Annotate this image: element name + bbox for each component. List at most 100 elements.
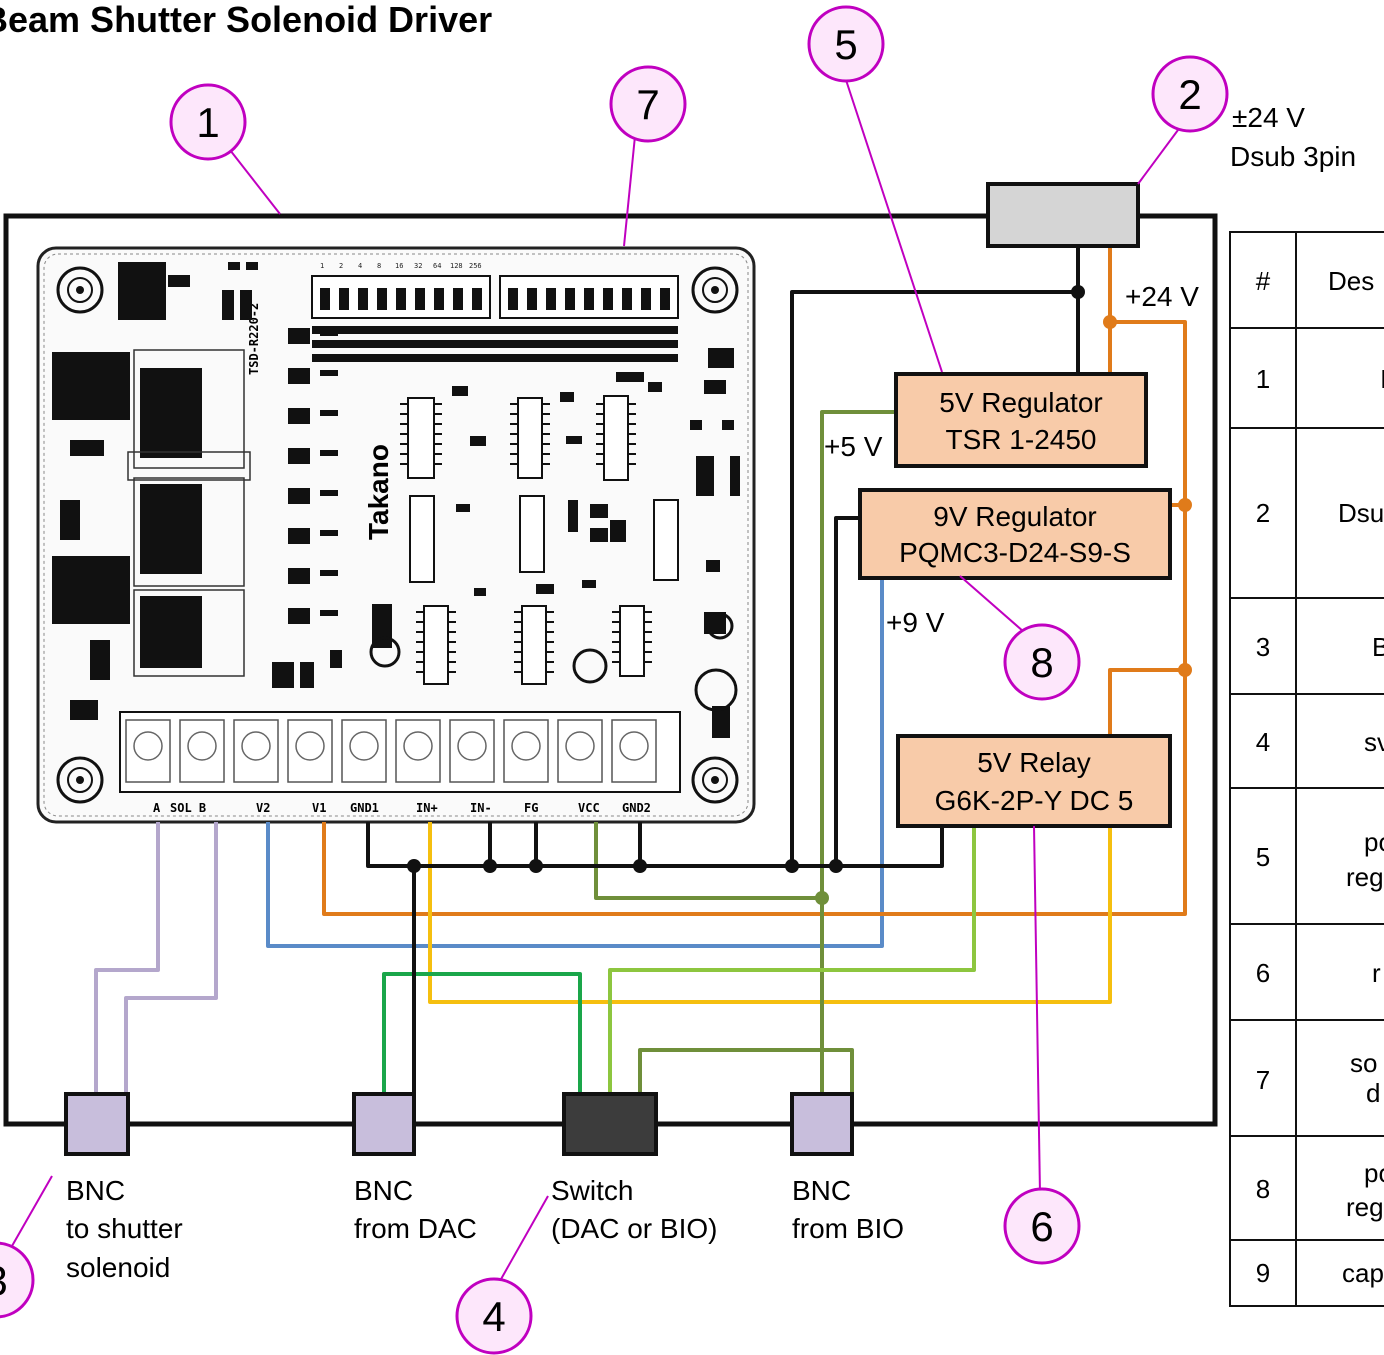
bnc-shutter-label: BNC to shutter solenoid — [66, 1175, 183, 1283]
svg-text:solenoid: solenoid — [66, 1252, 170, 1283]
svg-text:B: B — [1372, 632, 1384, 662]
wire-in-plus-relay — [428, 822, 1112, 1004]
dip-switch-bank-left — [311, 275, 491, 319]
wire-solenoid-b — [124, 822, 218, 1120]
capacitor-icon — [572, 648, 608, 684]
svg-text:3: 3 — [0, 1257, 8, 1304]
svg-text:4: 4 — [1256, 727, 1270, 757]
wire-v1-24v — [322, 248, 1187, 916]
mounting-hole-icon — [56, 756, 104, 804]
svg-text:r: r — [1372, 958, 1381, 988]
rail-label-24v: +24 V — [1125, 281, 1199, 312]
mounting-hole-icon — [691, 266, 739, 314]
callout-leaders — [11, 79, 1179, 1289]
svg-text:TSR 1-2450: TSR 1-2450 — [946, 424, 1097, 455]
power-transistors — [52, 262, 202, 720]
svg-text:A: A — [153, 801, 161, 815]
pcb-board: TSD-R220-2 Takano — [36, 246, 756, 824]
wire-relay-24v — [1108, 668, 1185, 734]
regulator-5v-module: 5V Regulator TSR 1-2450 — [894, 372, 1148, 468]
svg-text:from DAC: from DAC — [354, 1213, 477, 1244]
wires — [94, 248, 1187, 1120]
wire-switch-bio — [638, 1048, 854, 1120]
svg-text:7: 7 — [636, 81, 659, 128]
bnc-dac-label: BNC from DAC — [354, 1175, 477, 1244]
capacitor-icon — [706, 612, 734, 640]
svg-text:16: 16 — [395, 262, 403, 270]
dip-switch-bank-right — [499, 275, 679, 319]
svg-text:VCC: VCC — [578, 801, 600, 815]
svg-text:9: 9 — [1256, 1258, 1270, 1288]
svg-text:5V Regulator: 5V Regulator — [939, 387, 1102, 418]
svg-text:8: 8 — [377, 262, 381, 270]
svg-text:sv: sv — [1364, 727, 1384, 757]
capacitor-icon — [369, 636, 401, 668]
switch-connector — [562, 1092, 658, 1156]
svg-text:8: 8 — [1256, 1174, 1270, 1204]
svg-text:to shutter: to shutter — [66, 1213, 183, 1244]
ic-chips — [400, 395, 679, 685]
wire-vcc-5v — [594, 822, 822, 900]
table-row: 2 Dsu — [1256, 498, 1384, 528]
svg-text:BNC: BNC — [66, 1175, 125, 1206]
svg-text:cap: cap — [1342, 1258, 1384, 1288]
bnc-dac-connector — [352, 1092, 416, 1156]
wire-relay-switch — [608, 826, 976, 1092]
diagram-title: Beam Shutter Solenoid Driver — [0, 0, 492, 40]
svg-text:(DAC or BIO): (DAC or BIO) — [551, 1213, 717, 1244]
svg-text:6: 6 — [1256, 958, 1270, 988]
table-row: 5 po reg — [1256, 827, 1384, 892]
svg-text:9V Regulator: 9V Regulator — [933, 501, 1096, 532]
svg-text:7: 7 — [1256, 1065, 1270, 1095]
svg-text:SOL B: SOL B — [170, 801, 206, 815]
svg-text:PQMC3-D24-S9-S: PQMC3-D24-S9-S — [899, 537, 1131, 568]
callout-8: 8 — [1003, 623, 1081, 701]
table-header-number: # — [1256, 266, 1271, 296]
callout-5: 5 — [807, 5, 885, 83]
mounting-hole-icon — [56, 266, 104, 314]
svg-text:IN+: IN+ — [416, 801, 438, 815]
svg-text:3: 3 — [1256, 632, 1270, 662]
table-row: 8 po reg — [1256, 1158, 1384, 1222]
rail-label-9v: +9 V — [886, 607, 945, 638]
svg-text:32: 32 — [414, 262, 422, 270]
svg-text:so: so — [1350, 1048, 1377, 1078]
svg-text:FG: FG — [524, 801, 538, 815]
terminal-labels: A SOL B V2 V1 GND1 IN+ IN- FG VCC GND2 — [153, 801, 651, 815]
svg-text:GND2: GND2 — [622, 801, 651, 815]
bnc-bio-label: BNC from BIO — [792, 1175, 904, 1244]
table-row: 6 r — [1256, 958, 1381, 988]
svg-text:2: 2 — [339, 262, 343, 270]
callout-6: 6 — [1003, 1187, 1081, 1265]
regulator-9v-module: 9V Regulator PQMC3-D24-S9-S — [858, 488, 1172, 580]
svg-text:64: 64 — [433, 262, 441, 270]
bnc-shutter-connector — [64, 1092, 130, 1156]
svg-text:256: 256 — [469, 262, 482, 270]
svg-text:reg: reg — [1346, 1192, 1384, 1222]
wire-junctions — [407, 285, 1192, 905]
pcb-model-label: TSD-R220-2 — [247, 303, 261, 375]
callout-2: 2 — [1151, 55, 1229, 133]
mounting-hole-icon — [691, 756, 739, 804]
wire-5v-bio — [820, 410, 896, 1120]
wire-gnd-bus — [366, 822, 944, 868]
svg-text:5: 5 — [834, 21, 857, 68]
svg-text:GND1: GND1 — [350, 801, 379, 815]
power-label-connector: Dsub 3pin — [1230, 141, 1356, 172]
svg-text:128: 128 — [450, 262, 463, 270]
callout-7: 7 — [609, 65, 687, 143]
svg-text:4: 4 — [482, 1293, 505, 1340]
svg-text:IN-: IN- — [470, 801, 492, 815]
switch-label: Switch (DAC or BIO) — [551, 1175, 717, 1244]
svg-text:1: 1 — [320, 262, 324, 270]
table-row: 4 sv — [1256, 727, 1384, 757]
power-label-voltage: ±24 V — [1232, 102, 1305, 133]
svg-text:BNC: BNC — [792, 1175, 851, 1206]
bnc-bio-connector — [790, 1092, 854, 1156]
callout-1: 1 — [169, 83, 247, 161]
table-row: 9 cap — [1256, 1258, 1384, 1288]
svg-text:Dsu: Dsu — [1338, 498, 1384, 528]
svg-text:po: po — [1364, 1158, 1384, 1188]
svg-text:from BIO: from BIO — [792, 1213, 904, 1244]
